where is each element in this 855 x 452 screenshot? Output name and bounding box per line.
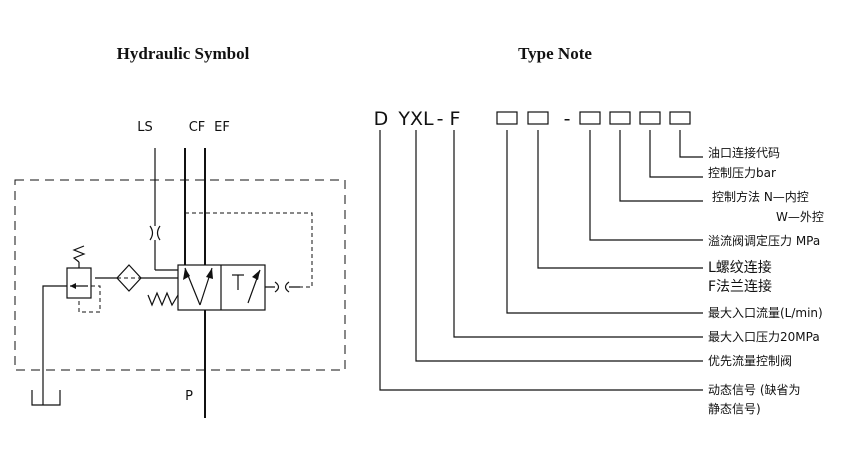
code-box-connection [527,111,549,125]
filter-symbol [95,264,178,292]
note-control-method: 控制方法 N—内控 [712,189,809,204]
note-static-signal: 静态信号) [708,402,761,416]
code-box-method [609,111,631,125]
hydraulic-symbol: LS CF EF P [14,120,346,418]
note-priority-valve: 优先流量控制阀 [708,354,792,368]
port-label-ls: LS [137,120,153,135]
ls-line [149,148,185,271]
leader-max-pressure [453,130,703,338]
leader-relief-pressure [589,130,703,241]
note-max-pressure: 最大入口压力20MPa [708,330,820,344]
tank-symbol [31,390,61,406]
note-max-flow: 最大入口流量(L/min) [708,306,823,320]
note-port-code: 油口连接代码 [708,145,780,160]
note-thread-connection: L螺纹连接 [708,259,772,276]
hydraulic-symbol-title: Hydraulic Symbol [117,44,250,63]
note-dynamic-signal: 动态信号 (缺省为 [708,382,801,397]
leader-connection [537,130,703,269]
valve-housing-outline [14,179,346,371]
port-label-ef: EF [214,120,230,135]
spool-spring [147,291,179,307]
note-control-pressure: 控制压力bar [708,166,776,180]
note-control-method-ext: W—外控 [776,210,824,224]
orifice-symbol [149,225,161,241]
note-relief-pressure: 溢流阀调定压力 MPa [708,233,820,248]
code-dash-1: - [437,108,444,130]
code-yxl: YXL [397,108,434,130]
code-d: D [374,108,389,130]
leader-control-method [619,130,703,202]
code-box-port [669,111,691,125]
type-note-diagram: D YXL - F - 油口连接代码 控制压力bar 控制方法 N—内控 W—外… [374,108,824,416]
leader-priority-valve [415,130,703,362]
leader-port-code [679,130,703,158]
note-flange-connection: F法兰连接 [708,278,772,295]
code-box-pressure [639,111,661,125]
port-label-p: P [185,389,193,404]
leader-max-flow [506,130,703,314]
priority-spool-valve [177,264,300,311]
code-dash-2: - [564,108,571,130]
relief-valve [66,245,101,313]
code-box-relief [579,111,601,125]
damping-orifice [265,281,300,293]
code-box-flow [496,111,518,125]
port-label-cf: CF [189,120,206,135]
code-f: F [450,108,461,130]
pilot-line-dashed [185,212,313,288]
type-note-title: Type Note [518,44,592,63]
leader-dynamic-signal [379,130,703,391]
relief-spring [72,245,86,263]
leader-control-pressure [649,130,703,178]
tank-line [42,285,67,405]
